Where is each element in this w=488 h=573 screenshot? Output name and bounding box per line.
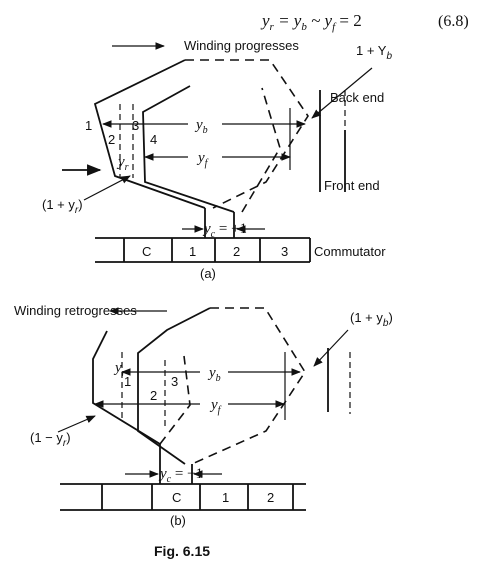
- one-minus-yr-pointer: [57, 415, 96, 433]
- conductor-label-4: 4: [150, 132, 157, 147]
- yb-label: yb: [194, 117, 208, 136]
- commutator-segment-c: C: [142, 244, 151, 259]
- yc-label: yc = +1: [202, 221, 247, 240]
- coil-c-left-side: [92, 330, 161, 445]
- one-plus-yb-pointer: [311, 67, 373, 119]
- one-plus-yr-label: (1 + yr): [42, 197, 83, 216]
- caption-b: (b): [170, 513, 186, 528]
- equation: yr = yb ~ yf = 2 (6.8): [260, 11, 469, 33]
- coil-b-left-side: [142, 85, 235, 213]
- one-plus-yb-label-b: (1 + yb): [350, 310, 393, 329]
- yb-b-label: yb: [207, 365, 221, 384]
- one-minus-yr-label: (1 − yr): [30, 430, 71, 449]
- commutator-b-segment-2: 2: [267, 490, 274, 505]
- commutator-segment-2: 2: [233, 244, 240, 259]
- commutator-label: Commutator: [314, 244, 386, 259]
- equation-number: (6.8): [438, 13, 469, 30]
- conductor-label-3: 3: [132, 118, 139, 133]
- commutator-segment-1: 1: [189, 244, 196, 259]
- coil-d-left-side: [137, 307, 211, 465]
- yr-label: yr: [116, 154, 129, 173]
- winding-retrogresses-label: Winding retrogresses: [14, 303, 137, 318]
- conductor-label-1: 1: [85, 118, 92, 133]
- commutator-b-segment-1: 1: [222, 490, 229, 505]
- conductor-label-2: 2: [108, 132, 115, 147]
- part-b-diagram: Winding retrogresses (1 + yb) 1 2 3 yb: [14, 303, 393, 528]
- figure-caption: Fig. 6.15: [154, 543, 210, 559]
- caption-a: (a): [200, 266, 216, 281]
- equation-text: yr = yb ~ yf = 2: [260, 11, 362, 33]
- yf-label: yf: [196, 150, 209, 169]
- coil-a-left-side: [93, 59, 206, 209]
- conductor-b-label-3: 3: [171, 374, 178, 389]
- winding-progresses-label: Winding progresses: [184, 38, 299, 53]
- commutator-segment-3: 3: [281, 244, 288, 259]
- one-plus-yb-label: 1 + Yb: [356, 43, 392, 62]
- one-plus-yb-pointer-b: [313, 329, 349, 367]
- coil-d-right-side: [191, 307, 306, 465]
- yf-b-label: yf: [209, 397, 222, 416]
- conductor-b-label-1: 1: [124, 374, 131, 389]
- yc-b-label: yc = −1: [158, 466, 203, 485]
- yr-b-label: yr: [113, 360, 126, 379]
- commutator-b-segment-c: C: [172, 490, 181, 505]
- coil-a-right-side: [185, 59, 309, 209]
- part-a-diagram: Winding progresses 1 + Yb 1 2 3 4 Back e…: [42, 38, 392, 281]
- front-end-label: Front end: [324, 178, 380, 193]
- one-plus-yr-pointer: [83, 175, 131, 201]
- conductor-b-label-2: 2: [150, 388, 157, 403]
- coil-b-right-side: [241, 87, 281, 213]
- back-end-label: Back end: [330, 90, 384, 105]
